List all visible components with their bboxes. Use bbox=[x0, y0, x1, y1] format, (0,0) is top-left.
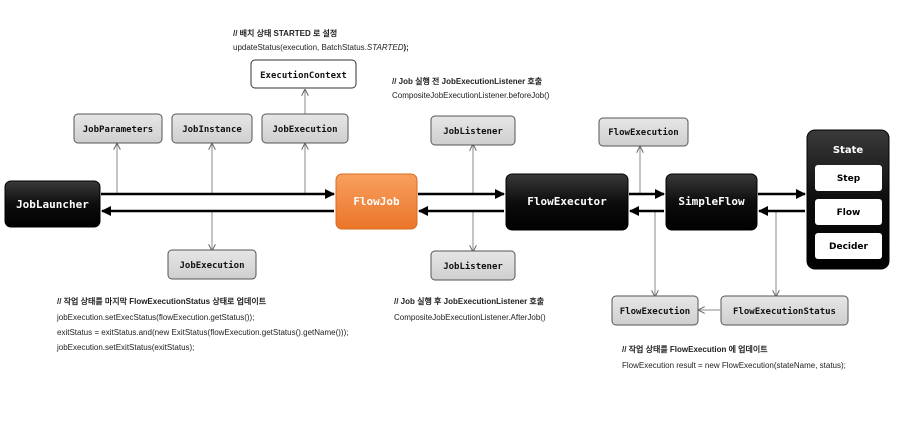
note-after-job: // Job 실행 후 JobExecutionListener 호출 Comp… bbox=[394, 296, 546, 325]
note-flow-execution-update-heading: // 작업 상태를 FlowExecution 에 업데이트 bbox=[622, 345, 768, 354]
flow-job-node: FlowJob bbox=[335, 173, 418, 230]
note-flow-execution-update: // 작업 상태를 FlowExecution 에 업데이트 FlowExecu… bbox=[622, 344, 846, 373]
flow-execution-status-node: FlowExecutionStatus bbox=[720, 295, 849, 326]
job-instance-label: JobInstance bbox=[182, 125, 242, 135]
execution-context-label: ExecutionContext bbox=[260, 70, 347, 81]
simple-flow-node: SimpleFlow bbox=[665, 173, 758, 231]
note-status-started-line: updateStatus(execution, BatchStatus.STAR… bbox=[233, 43, 409, 52]
note-final-status-heading: // 작업 상태를 마지막 FlowExecutionStatus 상태로 업데… bbox=[57, 297, 267, 306]
execution-context-node: ExecutionContext bbox=[250, 59, 357, 89]
note-before-job-line: CompositeJobExecutionListener.beforeJob(… bbox=[392, 91, 550, 100]
job-execution-bottom-node: JobExecution bbox=[167, 249, 257, 280]
note-after-job-line: CompositeJobExecutionListener.AfterJob() bbox=[394, 313, 546, 322]
note-after-job-heading: // Job 실행 후 JobExecutionListener 호출 bbox=[394, 297, 545, 306]
flow-execution-status-label: FlowExecutionStatus bbox=[733, 306, 836, 317]
flow-job-label: FlowJob bbox=[353, 195, 400, 208]
flow-executor-node: FlowExecutor bbox=[505, 173, 629, 231]
note-flow-execution-update-line: FlowExecution result = new FlowExecution… bbox=[622, 361, 846, 370]
job-launcher-node: JobLauncher bbox=[4, 180, 101, 228]
state-panel: State Step Flow Decider bbox=[806, 129, 890, 270]
job-execution-top-node: JobExecution bbox=[261, 113, 349, 144]
note-final-status-line-3: jobExecution.setExitStatus(exitStatus); bbox=[57, 343, 195, 352]
job-listener-bottom-node: JobListener bbox=[430, 250, 516, 281]
job-execution-bottom-label: JobExecution bbox=[179, 260, 244, 271]
job-listener-top-node: JobListener bbox=[430, 115, 516, 146]
state-panel-title: State bbox=[833, 145, 864, 156]
job-listener-top-label: JobListener bbox=[443, 126, 503, 137]
simple-flow-label: SimpleFlow bbox=[678, 195, 745, 208]
note-before-job-heading: // Job 실행 전 JobExecutionListener 호출 bbox=[392, 77, 543, 86]
note-final-status-line-2: exitStatus = exitStatus.and(new ExitStat… bbox=[57, 328, 349, 337]
note-final-status: // 작업 상태를 마지막 FlowExecutionStatus 상태로 업데… bbox=[57, 296, 348, 355]
flow-executor-label: FlowExecutor bbox=[527, 195, 607, 208]
flow-execution-bottom-label: FlowExecution bbox=[620, 306, 690, 317]
state-item-flow: Flow bbox=[837, 208, 861, 218]
note-status-started: // 배치 상태 STARTED 로 설정 updateStatus(execu… bbox=[233, 28, 409, 55]
note-final-status-line-1: jobExecution.setExecStatus(flowExecution… bbox=[57, 313, 255, 322]
job-parameters-node: JobParameters bbox=[73, 113, 163, 144]
flow-execution-bottom-node: FlowExecution bbox=[611, 295, 699, 326]
job-instance-node: JobInstance bbox=[171, 113, 253, 144]
state-item-decider: Decider bbox=[829, 242, 869, 252]
job-listener-bottom-label: JobListener bbox=[443, 261, 503, 272]
note-before-job: // Job 실행 전 JobExecutionListener 호출 Comp… bbox=[392, 76, 549, 103]
flow-execution-top-node: FlowExecution bbox=[598, 117, 689, 147]
note-status-started-heading: // 배치 상태 STARTED 로 설정 bbox=[233, 29, 338, 38]
state-item-step: Step bbox=[837, 174, 861, 184]
job-parameters-label: JobParameters bbox=[83, 125, 153, 135]
job-execution-top-label: JobExecution bbox=[272, 124, 337, 135]
flow-execution-top-label: FlowExecution bbox=[608, 127, 678, 138]
job-launcher-label: JobLauncher bbox=[16, 198, 89, 211]
